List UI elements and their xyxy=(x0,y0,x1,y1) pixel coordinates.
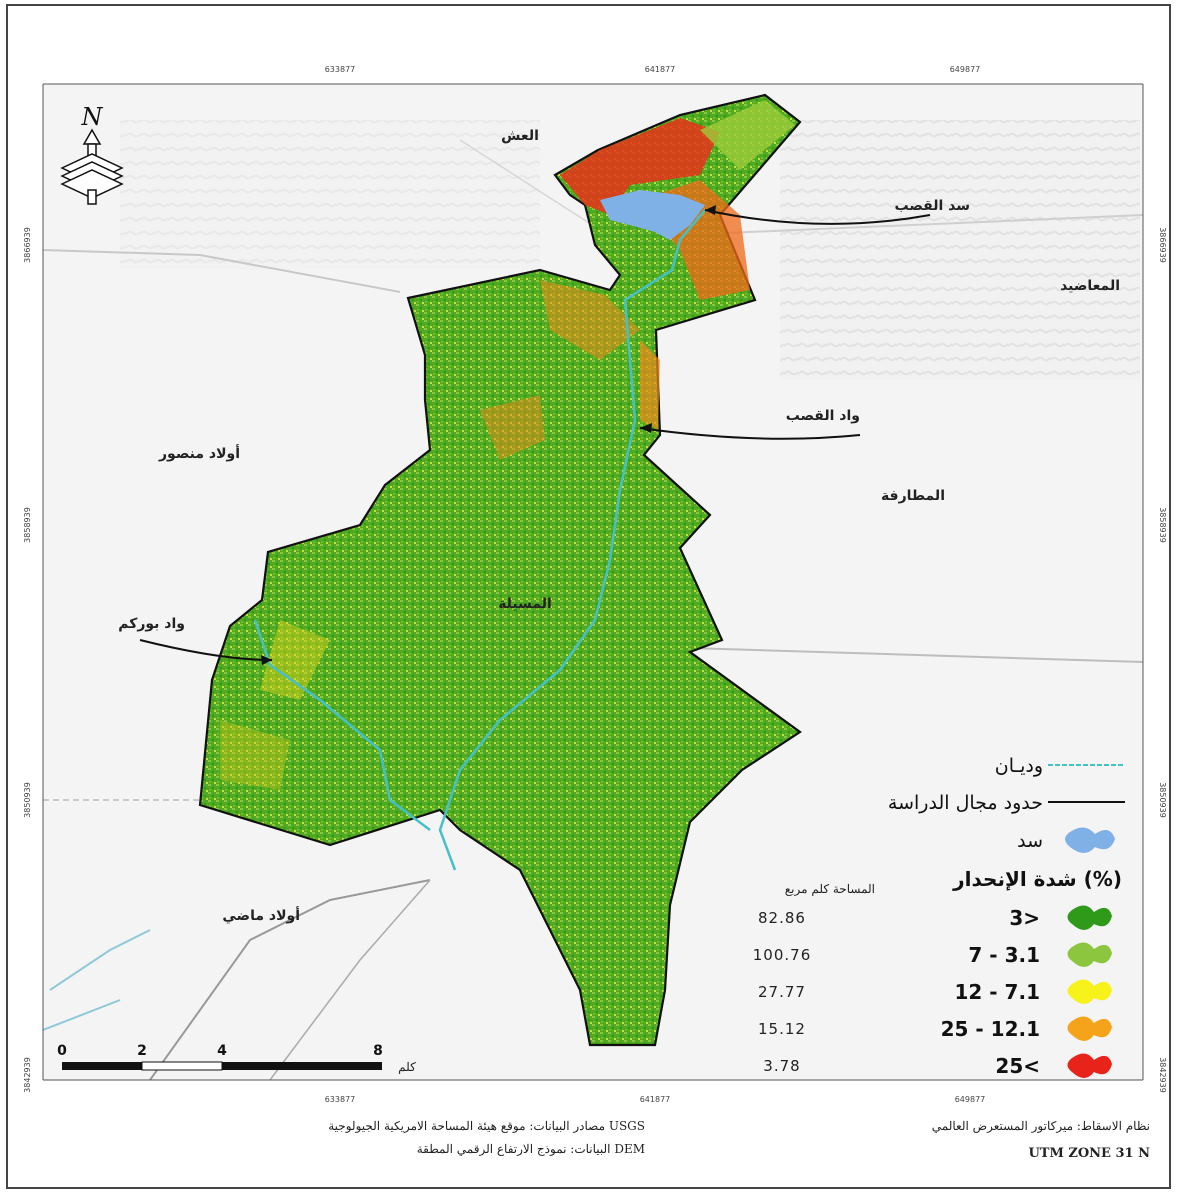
legend-class-area: 100.76 xyxy=(753,946,812,964)
wadi-qasab-line xyxy=(438,209,706,871)
dam-body xyxy=(600,190,705,240)
label-awlad-madhi: أولاد ماضي xyxy=(222,906,300,924)
legend-class-label: 7 - 3.1 xyxy=(968,943,1040,967)
legend-slope-title: شدة الإنحدار (%) xyxy=(952,867,1122,891)
x-coord-bottom-1: 633877 xyxy=(325,1095,356,1104)
footer: نظام الاسقاط: ميركاتور المستعرض العالمي … xyxy=(328,1119,1150,1161)
legend-dam-swatch xyxy=(1065,827,1115,853)
label-alash: العش xyxy=(501,128,539,144)
legend-boundary: حدود مجال الدراسة xyxy=(888,792,1043,814)
label-wad-qasab: واد القصب xyxy=(786,408,860,424)
scale-unit: كلم xyxy=(398,1060,416,1074)
y-coord-right-3: 3850939 xyxy=(1158,782,1167,818)
y-coord-right-1: 3866939 xyxy=(1158,227,1167,263)
label-wad-bourkam: واد بوركم xyxy=(118,616,185,632)
footer-source1: مصادر البيانات: موقع هيئة المساحة الامري… xyxy=(328,1119,645,1133)
legend-dam: سد xyxy=(1017,830,1043,852)
north-arrow: N xyxy=(60,103,124,205)
y-coord-left-4: 3842939 xyxy=(23,1057,32,1093)
legend-class-label: 3> xyxy=(1009,906,1040,930)
wadi-bourkam-line xyxy=(253,619,431,831)
y-coord-right-2: 3858939 xyxy=(1158,507,1167,543)
y-coord-right-4: 3842939 xyxy=(1158,1057,1167,1093)
legend-class-area: 15.12 xyxy=(758,1020,806,1038)
scale-tick-8: 8 xyxy=(373,1043,383,1059)
legend-wadis: وديـان xyxy=(995,755,1043,777)
x-coord-top-1: 633877 xyxy=(325,65,356,74)
study-area xyxy=(198,93,802,1047)
label-awlad-mansour: أولاد منصور xyxy=(158,444,240,462)
footer-source2: البيانات: نموذج الارتفاع الرقمي المطقة D… xyxy=(417,1142,645,1156)
scale-tick-0: 0 xyxy=(57,1043,67,1059)
label-msila: المسيلة xyxy=(498,596,552,612)
legend-class-swatch xyxy=(1067,905,1112,930)
scale-tick-4: 4 xyxy=(217,1043,227,1059)
legend-class-swatch xyxy=(1067,1016,1112,1041)
legend-class-swatch xyxy=(1067,1053,1112,1078)
y-coord-left-2: 3858939 xyxy=(23,507,32,543)
legend-class-label: 25 - 12.1 xyxy=(941,1017,1040,1041)
legend-class-area: 3.78 xyxy=(763,1057,800,1075)
label-dam-qasab: سد القصب xyxy=(895,198,970,214)
coordinate-grid: 633877 641877 649877 633877 641877 64987… xyxy=(23,65,1167,1104)
footer-projection: نظام الاسقاط: ميركاتور المستعرض العالمي xyxy=(932,1119,1150,1133)
legend-class-area: 82.86 xyxy=(758,909,806,927)
scale-tick-2: 2 xyxy=(137,1043,147,1059)
label-maadhid: المعاضيد xyxy=(1060,278,1120,294)
scale-bar: 0 2 4 8 كلم xyxy=(57,1043,416,1074)
legend-class-swatch xyxy=(1067,979,1112,1004)
legend-class-swatch xyxy=(1067,942,1112,967)
place-labels: العش سد القصب المعاضيد واد القصب أولاد م… xyxy=(118,128,1120,924)
x-coord-top-2: 641877 xyxy=(645,65,676,74)
footer-zone: UTM ZONE 31 N xyxy=(1028,1146,1150,1161)
x-coord-bottom-3: 649877 xyxy=(955,1095,986,1104)
x-coord-top-3: 649877 xyxy=(950,65,981,74)
legend-area-header: المساحة كلم مربع xyxy=(785,882,875,896)
y-coord-left-3: 3850939 xyxy=(23,782,32,818)
y-coord-left-1: 3866939 xyxy=(23,227,32,263)
north-letter: N xyxy=(81,103,104,131)
annotation-arrows xyxy=(139,209,931,661)
legend-class-area: 27.77 xyxy=(758,983,806,1001)
legend-class-label: 12 - 7.1 xyxy=(955,980,1041,1004)
label-matarfa: المطارفة xyxy=(881,488,945,504)
x-coord-bottom-2: 641877 xyxy=(640,1095,671,1104)
legend: وديـان حدود مجال الدراسة سد شدة الإنحدار… xyxy=(753,755,1125,1078)
legend-class-label: 25< xyxy=(995,1054,1040,1078)
